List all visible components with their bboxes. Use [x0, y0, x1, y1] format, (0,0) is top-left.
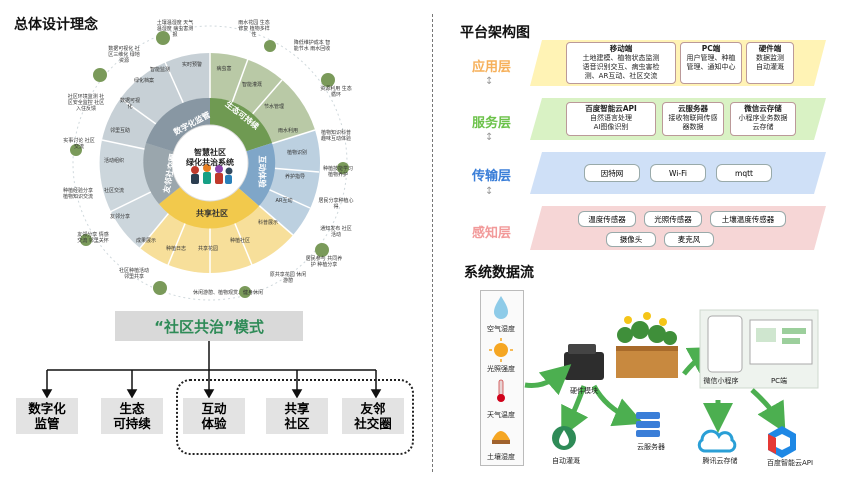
leaf-neighbor-social: 友邻 社交圈 — [342, 398, 404, 434]
flow-tencent-label: 腾讯云存储 — [702, 457, 738, 465]
outer-item: 种植日志 — [165, 246, 186, 252]
layer-label-perception: 感知层 — [472, 226, 512, 241]
flow-irrigation-label: 自动灌溉 — [552, 457, 580, 465]
leaf-eco-sustainable: 生态 可持续 — [101, 398, 163, 434]
outer-item: 共享花园 — [197, 246, 218, 252]
baidu-cloud-icon — [768, 426, 796, 458]
tencent-cloud-icon — [697, 429, 737, 453]
wheel-note: 种植技能学习 植物养护 — [322, 166, 353, 178]
outer-item: 雨水利用 — [277, 128, 298, 134]
service-box-baidu: 百度智能云API 自然语言处理 AI图像识别 — [566, 102, 656, 136]
decorative-trees — [70, 31, 349, 298]
outer-item: 社区交流 — [103, 188, 124, 194]
transport-internet: 因特网 — [584, 164, 640, 182]
model-tree-lines — [41, 341, 382, 399]
wheel-center-subtitle: 绿化共治系统 — [186, 158, 234, 167]
panel-divider — [432, 14, 433, 472]
wheel-note: 友邻分享 情感交流 邻里关怀 — [77, 232, 109, 244]
wheel-note: 土壤温湿度 天气温湿度 病虫害测报 — [156, 20, 194, 38]
mini-program-screen — [707, 315, 743, 373]
wheel-note: 实事讨论 社区交流 — [63, 138, 95, 150]
sensor-soil-humidity: 土壤湿度 — [487, 453, 515, 461]
outer-item: 智能灌溉 — [241, 82, 262, 88]
leaf-interactive-experience: 互动 体验 — [183, 398, 245, 434]
sensor-camera: 摄像头 — [606, 232, 656, 247]
wheel-center-title: 智慧社区 — [194, 148, 226, 157]
wheel-note: 社区种植活动 邻里共享 — [118, 268, 149, 280]
app-box-mobile: 移动端 土地建模、植物状态监测 语音识别交互、病虫害检 测、AR互动、社区交流 — [566, 42, 676, 84]
cloud-server-icon — [636, 412, 660, 419]
arrow-updown-icon: ↕ — [485, 76, 494, 87]
transport-wifi: Wi-Fi — [650, 164, 706, 182]
outer-item: 智能监测 — [149, 67, 170, 73]
sensor-light-intensity: 光照强度 — [487, 365, 515, 373]
leaf-shared-community: 共享 社区 — [266, 398, 328, 434]
left-section-title: 总体设计理念 — [14, 17, 98, 33]
outer-item: 科普展示 — [257, 220, 278, 226]
flow-hardware-label: 硬件模块 — [570, 387, 598, 395]
outer-item: 活动组织 — [103, 158, 124, 164]
arrow-updown-icon: ↕ — [485, 186, 494, 197]
wheel-note: 雨水花园 生态修复 植物多样性 — [238, 20, 270, 38]
design-wheel — [70, 25, 349, 301]
sensor-icons — [489, 296, 513, 444]
wheel-note: 植物知识科普 趣味互动体验 — [320, 130, 351, 142]
app-box-pc: PC端 用户管理、种植 管理、通知中心 — [680, 42, 742, 84]
wheel-note: 原共享花园 休闲游憩 — [269, 272, 307, 284]
planter-box-icon — [616, 346, 678, 378]
outer-item: 邻里互助 — [109, 128, 130, 134]
sensor-soil-temperature: 土壤温度传感器 — [710, 211, 786, 227]
wheel-note: 降低维护成本 智能节水 雨水回收 — [293, 40, 331, 52]
flow-title: 系统数据流 — [464, 265, 534, 281]
wheel-note: 社区环境监测 社区安全监控 社区入住反馈 — [67, 94, 105, 112]
wheel-note: 居民参与 共同养护 种植分享 — [305, 256, 343, 268]
flow-mini-program-label: 微信小程序 — [703, 377, 739, 385]
layer-label-transport: 传输层 — [472, 169, 512, 184]
outer-item: 数据可视化 — [119, 98, 140, 110]
service-box-wechat: 微信云存储 小程序业务数据 云存储 — [730, 102, 796, 136]
outer-item: 养护指导 — [284, 174, 305, 180]
outer-item: 种植社区 — [229, 238, 250, 244]
outer-item: 绿化档案 — [133, 78, 154, 84]
leaf-digital-supervision: 数字化 监管 — [16, 398, 78, 434]
sensor-light: 光照传感器 — [644, 211, 702, 227]
wheel-note: 居民分享种植心得 — [318, 198, 354, 210]
wheel-note: 数据可视化 社区三维化 绿地资源 — [108, 46, 140, 64]
wheel-note: 通知发布 社区活动 — [320, 226, 352, 238]
outer-item: 节水管理 — [263, 104, 284, 110]
sector-share: 共享社区 — [196, 209, 228, 218]
flow-baidu-label: 百度智能云API — [766, 459, 814, 467]
outer-item: 病虫害 — [216, 66, 232, 72]
outer-item: 实时预警 — [181, 62, 202, 68]
service-box-cloud: 云服务器 接收物联网传感 器数据 — [662, 102, 724, 136]
wheel-note: 休闲游憩、植物观赏、健身休闲 — [192, 290, 263, 296]
arrow-updown-icon: ↕ — [485, 132, 494, 143]
outer-item: AR互动 — [275, 198, 293, 204]
wheel-note: 资源利用 生态循环 — [320, 86, 352, 98]
sensor-air-humidity: 空气湿度 — [487, 325, 515, 333]
layer-label-service: 服务层 — [472, 116, 512, 131]
layer-label-app: 应用层 — [472, 60, 512, 75]
data-flow-graphic — [524, 309, 819, 458]
app-box-hardware: 硬件端 数据监测 自动灌溉 — [746, 42, 794, 84]
flow-cloud-label: 云服务器 — [637, 443, 665, 451]
interaction-group-outline — [176, 379, 414, 455]
outer-item: 成果展示 — [135, 238, 156, 244]
sensor-temperature: 温度传感器 — [578, 211, 636, 227]
model-title-box: “社区共治”模式 — [115, 311, 303, 341]
hardware-module-icon — [564, 352, 604, 380]
community-people-illustration — [191, 164, 233, 184]
outer-item: 友邻分享 — [109, 214, 130, 220]
wheel-note: 种植经验分享 植物知识交流 — [62, 188, 93, 200]
sensor-microphone: 麦克风 — [664, 232, 714, 247]
outer-item: 植物识别 — [286, 150, 307, 156]
flow-pc-label: PC端 — [770, 377, 788, 385]
arch-title: 平台架构图 — [460, 25, 530, 41]
transport-mqtt: mqtt — [716, 164, 772, 182]
sensor-weather-temp: 天气温度 — [487, 411, 515, 419]
